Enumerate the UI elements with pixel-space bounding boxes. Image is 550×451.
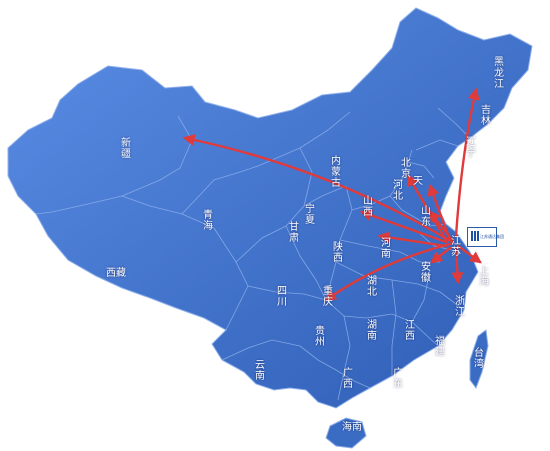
arrow-to-shandong xyxy=(428,210,454,242)
logo-building-icon xyxy=(471,231,479,241)
label-henan: 河南 xyxy=(381,238,391,260)
label-xizang: 西藏 xyxy=(106,268,126,279)
arrow-to-chongqing xyxy=(324,242,452,302)
label-jiangsu: 江苏 xyxy=(451,236,461,258)
label-hainan: 海南 xyxy=(342,422,362,433)
label-jiangxi: 江西 xyxy=(405,320,415,342)
label-shanghai: 上海 xyxy=(479,266,489,288)
taiwan-shape xyxy=(469,329,489,390)
province-borders xyxy=(35,107,471,401)
arrow-to-neimenggu xyxy=(359,209,448,244)
label-fujian: 福建 xyxy=(435,336,445,358)
arrow-to-henan xyxy=(377,231,448,248)
label-anhui: 安徽 xyxy=(421,262,431,284)
label-qinghai: 青海 xyxy=(203,210,213,232)
label-hubei: 湖北 xyxy=(367,276,377,298)
label-hebei: 河北 xyxy=(393,180,403,202)
arrow-to-beijing xyxy=(406,173,448,242)
label-shanxi: 山西 xyxy=(363,196,373,218)
label-chongqing: 重庆 xyxy=(323,286,333,308)
label-tianjin: 天 xyxy=(413,176,423,187)
label-yunnan: 云南 xyxy=(255,360,265,382)
hainan-shape xyxy=(325,417,367,449)
label-liaoning: 辽宁 xyxy=(466,137,476,159)
arrow-to-heilongjiang xyxy=(454,87,480,238)
label-hunan: 湖南 xyxy=(367,320,377,342)
label-ningxia: 宁夏 xyxy=(305,204,315,226)
label-taiwan: 台湾 xyxy=(474,348,484,370)
label-zhejiang: 浙江 xyxy=(455,296,465,318)
arrow-to-anhui xyxy=(430,246,452,264)
label-guangdong: 广东 xyxy=(393,368,403,390)
label-jilin: 吉林 xyxy=(481,105,491,127)
mainland-shape xyxy=(7,7,533,409)
arrow-to-zhejiang xyxy=(451,246,464,285)
label-heilongjiang: 黑龙江 xyxy=(494,57,504,90)
label-gansu: 甘肃 xyxy=(289,222,299,244)
arrow-to-xinjiang xyxy=(182,134,454,244)
label-shandong: 山东 xyxy=(421,206,431,228)
logo-text: 江苏通达集团 xyxy=(480,234,504,239)
label-beijing: 北京 xyxy=(401,158,411,180)
label-sichuan: 四川 xyxy=(277,286,287,308)
distribution-arrows xyxy=(182,87,482,302)
label-shaanxi: 陕西 xyxy=(333,242,343,264)
label-xinjiang: 新疆 xyxy=(121,138,131,160)
arrow-to-shanghai xyxy=(456,244,482,264)
label-guangxi: 广西 xyxy=(343,368,353,390)
label-guizhou: 贵州 xyxy=(315,326,325,348)
company-logo: 江苏通达集团 xyxy=(467,227,504,247)
label-neimenggu: 内蒙古 xyxy=(331,156,341,189)
